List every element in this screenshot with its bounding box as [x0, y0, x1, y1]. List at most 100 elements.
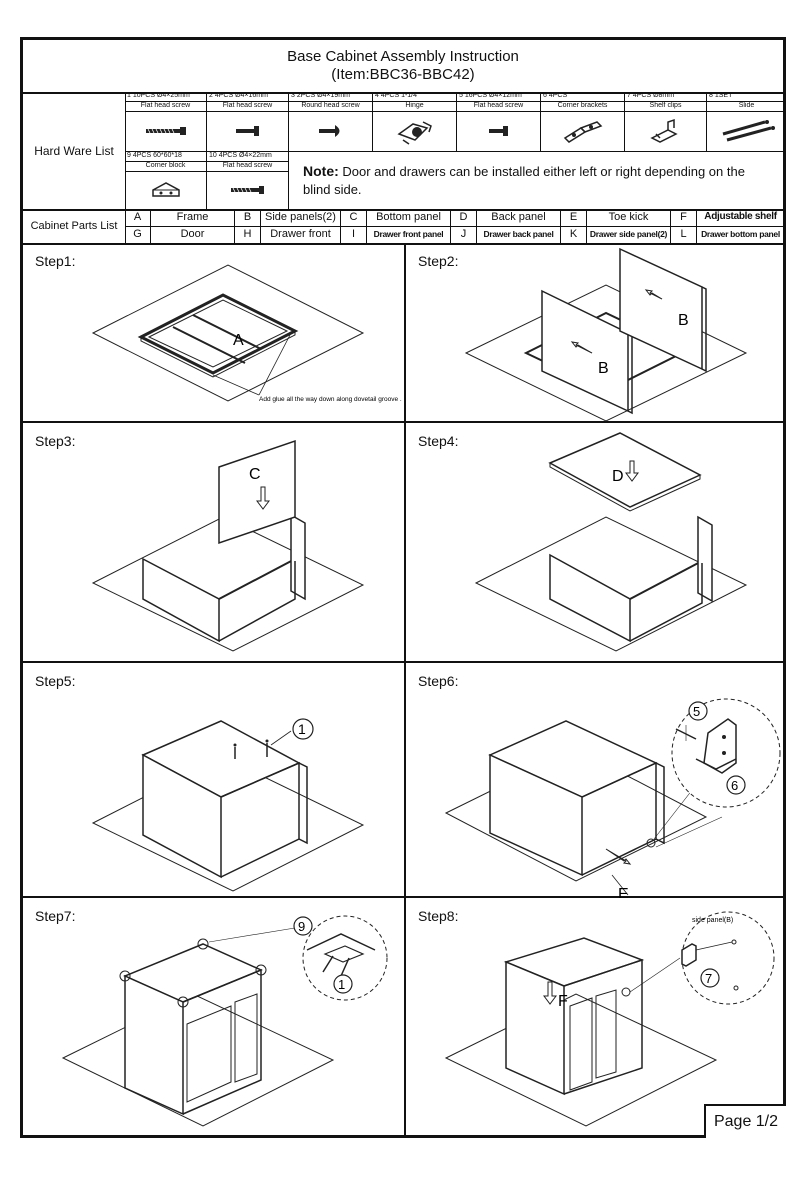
hardware-item-1: 1 10PCS Ø4×25mm Flat head screw — [125, 92, 207, 152]
part-name: Drawer bottom panel — [701, 229, 780, 239]
callout-f: F — [558, 993, 568, 1010]
hardware-item-1-qty: 1 10PCS Ø4×25mm — [125, 92, 206, 102]
note-text: Door and drawers can be installed either… — [303, 164, 745, 197]
hardware-item-6-name: Corner brackets — [541, 102, 624, 112]
shelf-clip-icon — [649, 118, 678, 143]
step-label: Step2: — [418, 253, 459, 269]
hardware-item-7-qty: 7 4PCS Ø8mm — [625, 92, 706, 102]
hardware-item-7: 7 4PCS Ø8mm Shelf clips — [625, 92, 707, 152]
hardware-item-5-qty: 5 16PCS Ø4×12mm — [457, 92, 540, 102]
part-name: Toe kick — [587, 209, 671, 226]
hardware-item-9-qty: 9 4PCS 60*60*18 — [125, 152, 206, 162]
step-2: Step2: B B — [406, 243, 786, 423]
title-line2: (Item:BBC36-BBC42) — [331, 66, 475, 83]
hardware-item-8-qty: 8 1SET — [707, 92, 786, 102]
step-label: Step7: — [35, 908, 76, 924]
hardware-item-4-qty: 4 4PCS 1-1/4" — [373, 92, 456, 102]
side-panel-caption: side panel(B) — [692, 917, 733, 924]
small-screw-icon — [488, 126, 508, 136]
callout-e: E — [618, 886, 629, 898]
long-screw-icon — [145, 127, 186, 135]
part-letter: A — [125, 209, 151, 226]
step-3-illustration: C — [91, 439, 365, 652]
title-line1: Base Cabinet Assembly Instruction — [287, 48, 519, 65]
step-label: Step1: — [35, 253, 76, 269]
step-label: Step6: — [418, 673, 459, 689]
hardware-item-7-name: Shelf clips — [625, 102, 706, 112]
hardware-item-2-qty: 2 4PCS Ø4×16mm — [207, 92, 288, 102]
step-label: Step3: — [35, 433, 76, 449]
cabinet-parts-list: Cabinet Parts List A Frame B Side panels… — [23, 209, 786, 245]
part-name: Bottom panel — [367, 209, 451, 226]
step-3: Step3: C — [23, 423, 406, 663]
step-8: Step8: F side panel(B) 7 — [406, 898, 786, 1138]
callout-b: B — [598, 360, 609, 377]
step-5: Step5: 1 — [23, 663, 406, 898]
hardware-item-10-qty: 10 4PCS Ø4×22mm — [207, 152, 288, 162]
step-4: Step4: D — [406, 423, 786, 663]
step-label: Step4: — [418, 433, 459, 449]
step-2-illustration: B B — [464, 247, 748, 422]
step-6: Step6: E 5 6 — [406, 663, 786, 898]
medium-screw-icon — [230, 186, 264, 194]
hardware-item-5-name: Flat head screw — [457, 102, 540, 112]
step-4-illustration: D — [474, 432, 748, 652]
step-7-illustration: 9 1 — [61, 915, 388, 1127]
step-5-illustration: 1 — [91, 718, 365, 892]
callout-d: D — [612, 468, 624, 485]
hardware-item-5: 5 16PCS Ø4×12mm Flat head screw — [457, 92, 541, 152]
round-screw-icon — [318, 125, 339, 137]
part-name: Frame — [151, 209, 235, 226]
callout-1: 1 — [338, 977, 345, 992]
callout-7: 7 — [705, 971, 712, 986]
title-block: Base Cabinet Assembly Instruction (Item:… — [23, 40, 783, 94]
callout-6: 6 — [731, 778, 738, 793]
part-letter: F — [671, 209, 697, 226]
part-letter: D — [451, 209, 477, 226]
hardware-item-9: 9 4PCS 60*60*18 Corner block — [125, 152, 207, 209]
corner-block-icon — [151, 182, 180, 197]
part-letter: E — [561, 209, 587, 226]
part-name: Door — [151, 226, 235, 243]
part-letter: L — [671, 226, 697, 243]
callout-a: A — [233, 332, 244, 349]
hardware-item-10-name: Flat head screw — [207, 162, 288, 172]
instruction-sheet: Base Cabinet Assembly Instruction (Item:… — [20, 37, 786, 1138]
hardware-item-6-qty: 6 4PCS — [541, 92, 624, 102]
part-letter: J — [451, 226, 477, 243]
hardware-item-8-name: Slide — [707, 102, 786, 112]
hardware-list: Hard Ware List 1 10PCS Ø4×25mm Flat head… — [23, 92, 786, 211]
callout-b: B — [678, 312, 689, 329]
hardware-item-1-name: Flat head screw — [125, 102, 206, 112]
hardware-item-8: 8 1SET Slide — [707, 92, 786, 152]
part-name: Adjustable shelf — [704, 211, 777, 222]
step-1-illustration: A Add glue all the way down along doveta… — [91, 264, 402, 403]
short-screw-icon — [235, 126, 259, 136]
glue-caption: Add glue all the way down along dovetail… — [259, 396, 402, 403]
slide-icon — [722, 120, 775, 142]
part-name: Back panel — [477, 209, 561, 226]
hardware-item-4: 4 4PCS 1-1/4" Hinge — [373, 92, 457, 152]
part-letter: K — [561, 226, 587, 243]
callout-1: 1 — [298, 721, 306, 737]
page-number: Page 1/2 — [704, 1104, 786, 1138]
part-name: Side panels(2) — [261, 209, 341, 226]
steps-grid: Step1: A Add glue all the way down along… — [23, 243, 786, 1138]
parts-row-1: A Frame B Side panels(2) C Bottom panel … — [125, 209, 786, 227]
hardware-item-3-qty: 3 2PCS Ø4×19mm — [289, 92, 372, 102]
part-letter: G — [125, 226, 151, 243]
parts-list-label: Cabinet Parts List — [23, 209, 126, 243]
step-7: Step7: 9 1 — [23, 898, 406, 1138]
callout-c: C — [249, 466, 261, 483]
step-8-illustration: F side panel(B) 7 — [444, 911, 775, 1127]
hardware-item-4-name: Hinge — [373, 102, 456, 112]
step-label: Step8: — [418, 908, 459, 924]
hardware-item-3: 3 2PCS Ø4×19mm Round head screw — [289, 92, 373, 152]
part-letter: H — [235, 226, 261, 243]
hinge-icon — [396, 121, 432, 145]
callout-5: 5 — [693, 704, 700, 719]
hardware-item-6: 6 4PCS Corner brackets — [541, 92, 625, 152]
assembly-note: Note: Door and drawers can be installed … — [303, 162, 773, 199]
parts-row-2: G Door H Drawer front I Drawer front pan… — [125, 226, 786, 243]
part-name: Drawer front panel — [367, 226, 451, 243]
